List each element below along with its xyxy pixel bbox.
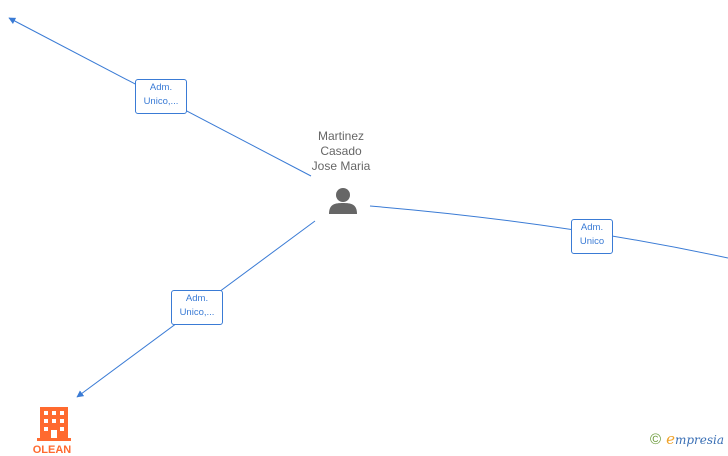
edge-label-top-left[interactable]: Adm. Unico,...	[135, 79, 187, 114]
edge-label-line: Unico,...	[143, 96, 179, 107]
edge-label-right[interactable]: Adm. Unico	[571, 219, 613, 254]
edge-label-line: Unico	[579, 236, 605, 247]
edge-label-line: Unico,...	[179, 307, 215, 318]
brand-logo: empresia	[666, 430, 724, 448]
person-name-line: Casado	[320, 144, 362, 158]
edge-label-line: Adm.	[149, 82, 173, 93]
copyright-icon: ©	[650, 430, 662, 448]
edge-line-right	[369, 205, 728, 259]
edge-label-line: Adm.	[185, 293, 209, 304]
brand-logo-rest: mpresia	[674, 433, 725, 447]
person-name-line: Jose Maria	[311, 159, 371, 173]
edge-label-line: Adm.	[580, 222, 604, 233]
brand-logo-initial: e	[666, 430, 675, 448]
company-name[interactable]: OLEAN	[32, 444, 72, 456]
edge-label-bottom-left[interactable]: Adm. Unico,...	[171, 290, 223, 325]
footer-brand[interactable]: © empresia	[650, 430, 724, 448]
company-building-icon[interactable]	[37, 407, 71, 441]
person-name[interactable]: Martinez Casado Jose Maria	[291, 129, 391, 174]
person-icon[interactable]	[329, 188, 357, 214]
person-name-line: Martinez	[317, 129, 364, 143]
